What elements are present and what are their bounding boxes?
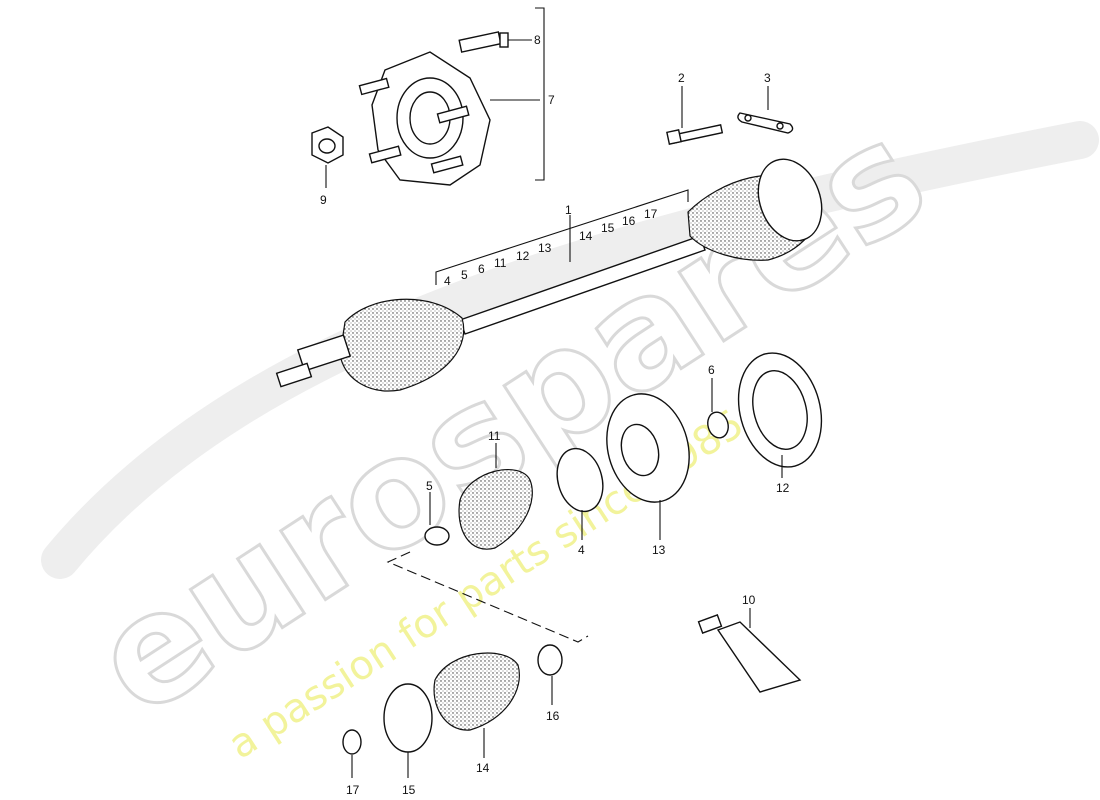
callout-14[interactable]: 14 [476, 761, 490, 775]
callout-6[interactable]: 6 [708, 363, 715, 377]
protective-cap-12 [737, 352, 823, 468]
hose-clamp-15 [383, 683, 433, 753]
kit-label: 12 [516, 249, 530, 263]
inner-cv-joint [275, 298, 465, 392]
hub-nut [311, 126, 344, 164]
hose-clamp-16 [537, 644, 563, 676]
wheel-hub-flange [358, 31, 509, 186]
callout-17[interactable]: 17 [346, 783, 360, 797]
bolt-2 [666, 124, 724, 145]
cv-joint-13 [606, 393, 690, 503]
kit-label: 16 [622, 214, 636, 228]
watermark-swoosh [41, 121, 1099, 579]
hub-studs [358, 77, 470, 174]
kit-label: 5 [461, 268, 468, 282]
circlip-6 [707, 411, 729, 439]
callout-4[interactable]: 4 [578, 543, 585, 557]
wheel-stud-head [499, 32, 509, 48]
callout-15[interactable]: 15 [402, 783, 416, 797]
callout-7[interactable]: 7 [548, 93, 555, 107]
callout-10[interactable]: 10 [742, 593, 756, 607]
kit-label: 6 [478, 262, 485, 276]
drive-shaft-assembly [275, 158, 823, 392]
callout-1[interactable]: 1 [565, 203, 572, 217]
callout-2[interactable]: 2 [678, 71, 685, 85]
callout-13[interactable]: 13 [652, 543, 666, 557]
locking-plate-3 [737, 112, 794, 134]
hose-clamp-4 [556, 447, 604, 513]
kit-label: 17 [644, 207, 658, 221]
circlip-17 [342, 729, 362, 755]
callout-9[interactable]: 9 [320, 193, 327, 207]
kit-label: 11 [494, 256, 507, 270]
callout-11[interactable]: 11 [488, 429, 501, 443]
wheel-stud [458, 31, 502, 53]
callout-3[interactable]: 3 [764, 71, 771, 85]
group-bracket [535, 7, 545, 181]
kit-bracket [435, 189, 689, 285]
callout-8[interactable]: 8 [534, 33, 541, 47]
repair-kit-bracket [386, 551, 589, 643]
boot-11 [458, 469, 533, 550]
kit-label: 4 [444, 274, 451, 288]
kit-label: 13 [538, 241, 552, 255]
boot-14 [433, 652, 520, 731]
watermark: eurospares a passion for parts since 198… [41, 86, 1099, 768]
shaft-kit-labels: 4 5 6 11 12 13 14 15 16 17 [444, 207, 658, 288]
kit-label: 15 [601, 221, 615, 235]
outer-cv-joint [687, 158, 823, 261]
callout-12[interactable]: 12 [776, 481, 790, 495]
callout-16[interactable]: 16 [546, 709, 560, 723]
kit-label: 14 [579, 229, 593, 243]
clamp-5 [424, 526, 450, 546]
callout-5[interactable]: 5 [426, 479, 433, 493]
grease-tube-10 [697, 614, 802, 693]
